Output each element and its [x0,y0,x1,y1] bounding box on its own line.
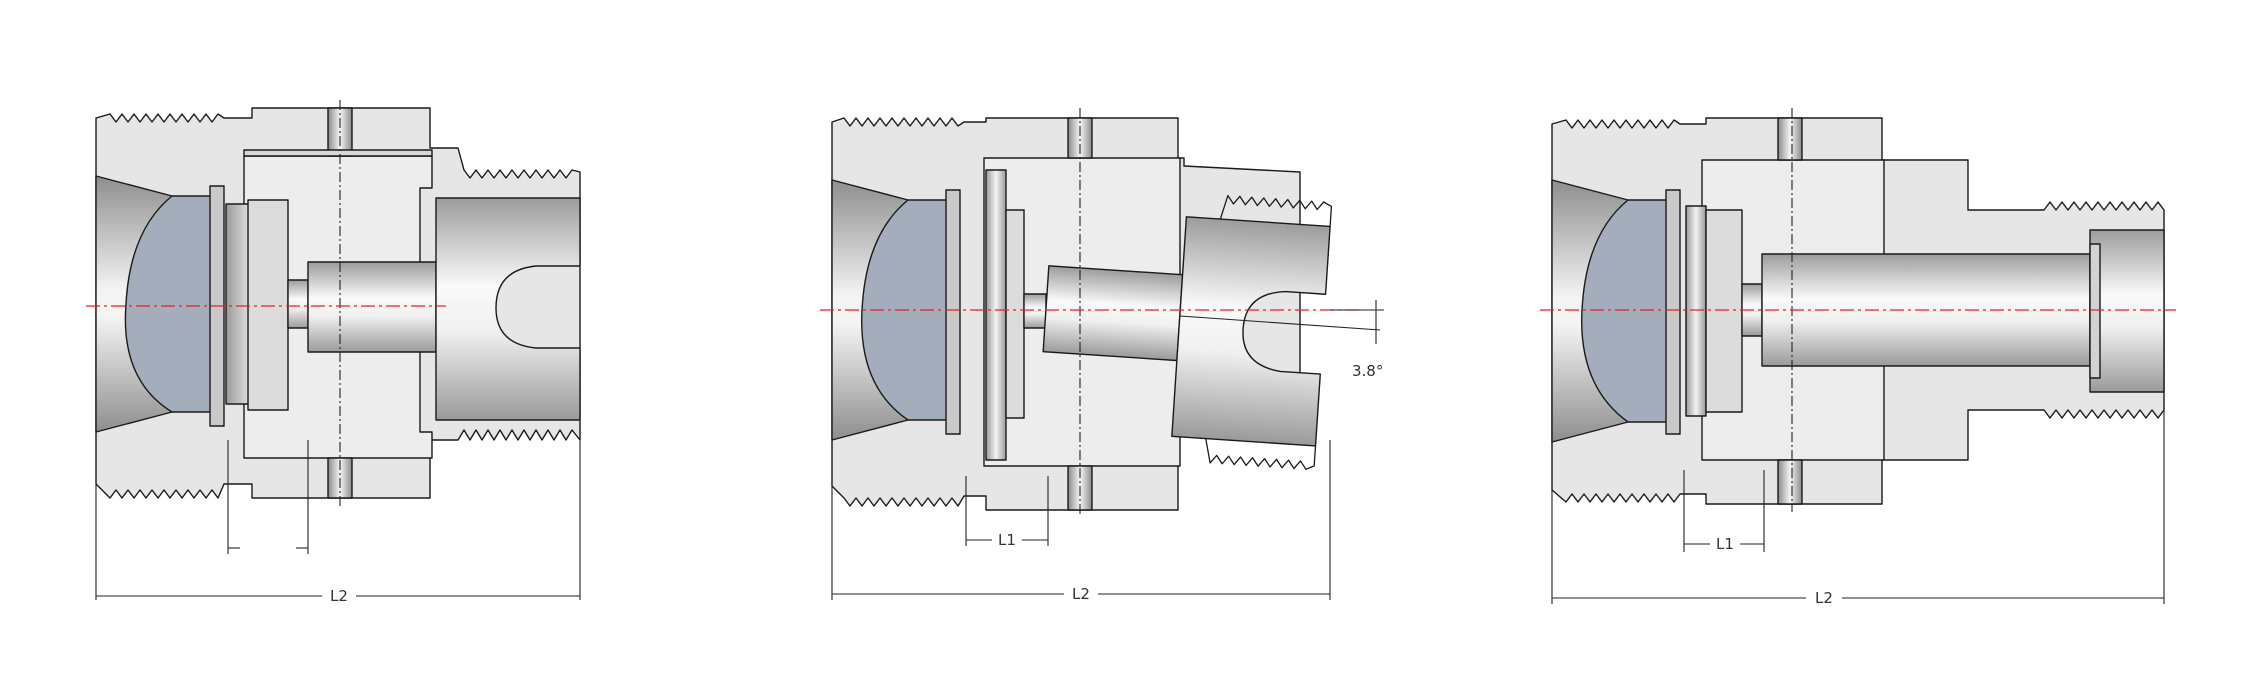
fig3-ring-inner [1705,209,1743,413]
fig3-label-l2: L2 [1815,589,1833,607]
fig3-seal-dome [1581,199,1669,423]
fig1-flange-top [243,149,433,157]
fig2-shaft [1042,265,1184,362]
figure-2-angled-fitting: 3.8° L1 L2 [820,108,1384,603]
fig1-right-cylinder [435,197,581,421]
fig1-seal-dome [124,195,213,413]
fig2-ring-inner [1005,209,1025,419]
fig3-collar-ring [2089,243,2101,379]
fig3-end-collar [2089,229,2165,393]
fig1-ring-inner [247,199,289,411]
fig1-shaft-small [287,279,309,329]
fig2-right-cylinder [1171,216,1331,447]
fig3-port-bottom [1777,459,1803,505]
fig2-label-angle: 3.8° [1352,362,1383,380]
figure-3-extended-fitting: L1 L2 [1540,108,2176,607]
fig3-seal-ring [1665,189,1681,435]
fig1-shaft [307,261,437,353]
fig2-right-thread-top [1219,194,1333,227]
fig2-label-l2: L2 [1072,585,1090,603]
fig3-ring-disc [1685,205,1707,417]
fig2-label-l1: L1 [998,531,1016,549]
fig2-right-thread-bottom [1205,438,1317,470]
fig2-angle-ray [1179,315,1381,331]
fig2-seal-ring [945,189,961,435]
fig1-label-l2: L2 [330,587,348,605]
fig3-port-top [1777,117,1803,161]
fig3-label-l1: L1 [1716,535,1734,553]
figure-1-straight-fitting: L2 [86,100,581,605]
fig2-tilted-assembly [1042,194,1333,470]
fig2-shaft-small [1023,293,1047,329]
fig2-ring-disc [985,169,1007,461]
